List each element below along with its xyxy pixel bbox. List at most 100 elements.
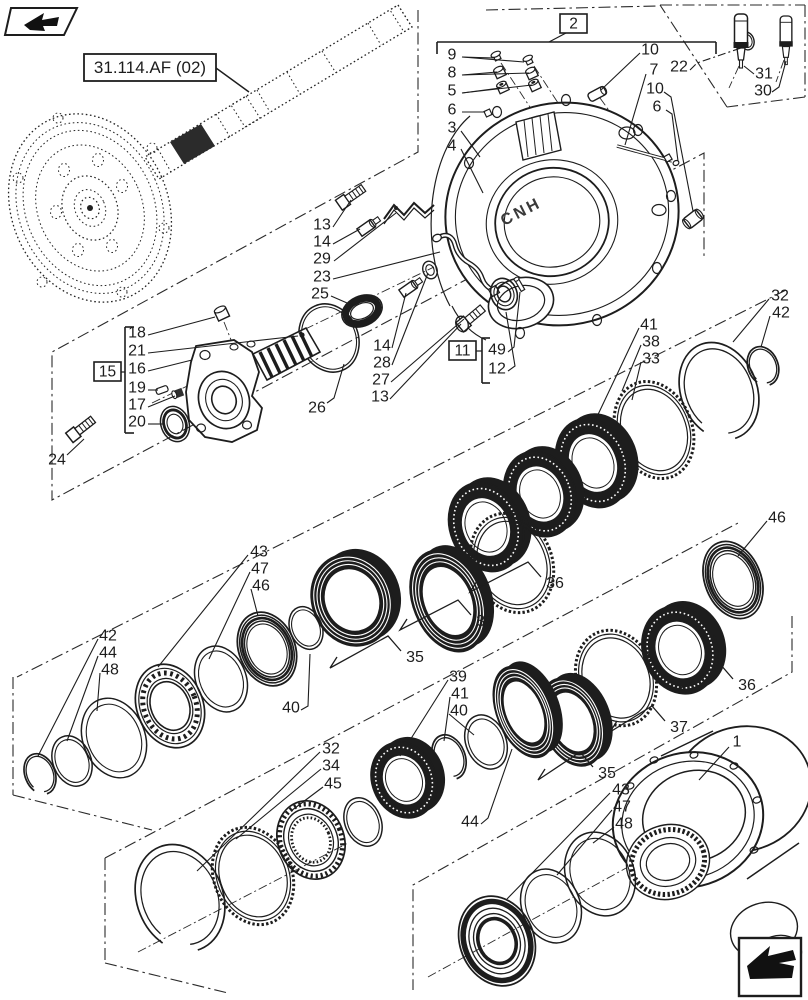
flywheel-housing-plate: CNH: [430, 93, 680, 341]
ring-part: [746, 345, 780, 387]
leader-line: [443, 696, 451, 742]
leader-line: [461, 84, 533, 94]
ring-part: [658, 624, 702, 676]
callout-24: 24: [48, 452, 66, 469]
leader-line: [333, 212, 397, 262]
callout-37: 37: [476, 613, 494, 630]
clutch-pack-row-upper: [23, 341, 780, 796]
ring-part: [497, 672, 551, 752]
leader-line: [665, 109, 679, 162]
input-shaft-reference: [144, 4, 413, 180]
callout-14: 14: [373, 338, 391, 355]
ring-part: [346, 800, 380, 844]
callout-10: 10: [646, 81, 664, 98]
ring-part: [381, 754, 427, 806]
callout-9: 9: [448, 47, 457, 64]
leader-line: [689, 47, 742, 71]
callout-35: 35: [406, 649, 424, 666]
callout-27: 27: [372, 372, 390, 389]
ring-part: [313, 556, 391, 644]
callout-44: 44: [461, 814, 479, 831]
leader-line: [663, 91, 694, 212]
callout-14: 14: [313, 234, 331, 251]
callout-18: 18: [128, 325, 146, 342]
ring-part: [290, 816, 332, 864]
callout-22: 22: [670, 59, 688, 76]
leader-line: [480, 748, 513, 825]
callout-47: 47: [251, 561, 269, 578]
drum-front-parts: [457, 831, 637, 987]
ring-part: [452, 487, 520, 567]
leader-line: [391, 272, 429, 366]
ring-part: [291, 609, 321, 647]
callout-42: 42: [772, 305, 790, 322]
callout-29: 29: [313, 251, 331, 268]
ring-part: [502, 680, 546, 744]
callout-32: 32: [771, 288, 789, 305]
leader-line: [600, 52, 641, 91]
ring-part: [23, 752, 57, 796]
callout-41: 41: [640, 317, 658, 334]
ring-part: [415, 557, 481, 645]
ring-part: [319, 563, 385, 637]
boxed-callout-frame: [559, 13, 588, 34]
ring-part: [197, 650, 245, 708]
leader-line: [147, 359, 193, 372]
ring-part: [323, 568, 381, 632]
speed-sensor: [779, 15, 793, 66]
ring-part: [704, 543, 762, 617]
callout-4: 4: [448, 138, 457, 155]
callout-28: 28: [373, 355, 391, 372]
speed-sensor: [733, 13, 749, 69]
callout-36: 36: [738, 677, 756, 694]
callout-41: 41: [451, 686, 469, 703]
ring-part: [80, 697, 148, 779]
boxed-callout-2: 2: [569, 16, 578, 33]
callout-49: 49: [488, 342, 506, 359]
callout-37: 37: [670, 719, 688, 736]
leader-line: [330, 295, 355, 307]
callout-3: 3: [448, 120, 457, 137]
leader-line: [332, 228, 361, 245]
ring-part: [140, 850, 220, 946]
ring-part: [138, 667, 202, 745]
ring-part: [277, 801, 345, 879]
leader-line: [743, 65, 755, 75]
leader-line: [147, 395, 176, 408]
callout-33: 33: [642, 351, 660, 368]
ring-part: [463, 714, 509, 770]
boxed-callout-frame: [448, 340, 477, 361]
callout-16: 16: [128, 361, 146, 378]
ring-part: [210, 825, 296, 927]
callout-46: 46: [252, 578, 270, 595]
boxed-callout-15: 15: [99, 364, 116, 381]
callout-23: 23: [313, 269, 331, 286]
leader-line: [332, 251, 441, 280]
ring-part: [460, 496, 512, 558]
ring-part: [316, 560, 388, 640]
callout-8: 8: [448, 65, 457, 82]
ring-part: [499, 676, 549, 748]
ring-part: [460, 898, 534, 984]
leader-line: [506, 792, 611, 900]
leader-line: [593, 327, 640, 424]
callout-25: 25: [311, 286, 329, 303]
callout-12: 12: [488, 361, 506, 378]
leader-line: [698, 746, 730, 781]
callout-19: 19: [128, 380, 146, 397]
section-reference-label: 31.114.AF (02): [94, 58, 206, 77]
ring-part: [476, 916, 518, 966]
ring-part: [243, 620, 291, 678]
ring-part: [240, 616, 294, 682]
callout-1: 1: [733, 734, 742, 751]
ring-part: [457, 895, 537, 987]
ring-part: [524, 874, 578, 938]
leader-line: [66, 438, 85, 456]
callout-32: 32: [322, 741, 340, 758]
pack-bracket: [677, 663, 734, 691]
leader-line: [621, 344, 642, 392]
page-forward-arrow-icon: [737, 936, 803, 998]
leader-line: [389, 323, 462, 400]
callout-48: 48: [615, 816, 633, 833]
